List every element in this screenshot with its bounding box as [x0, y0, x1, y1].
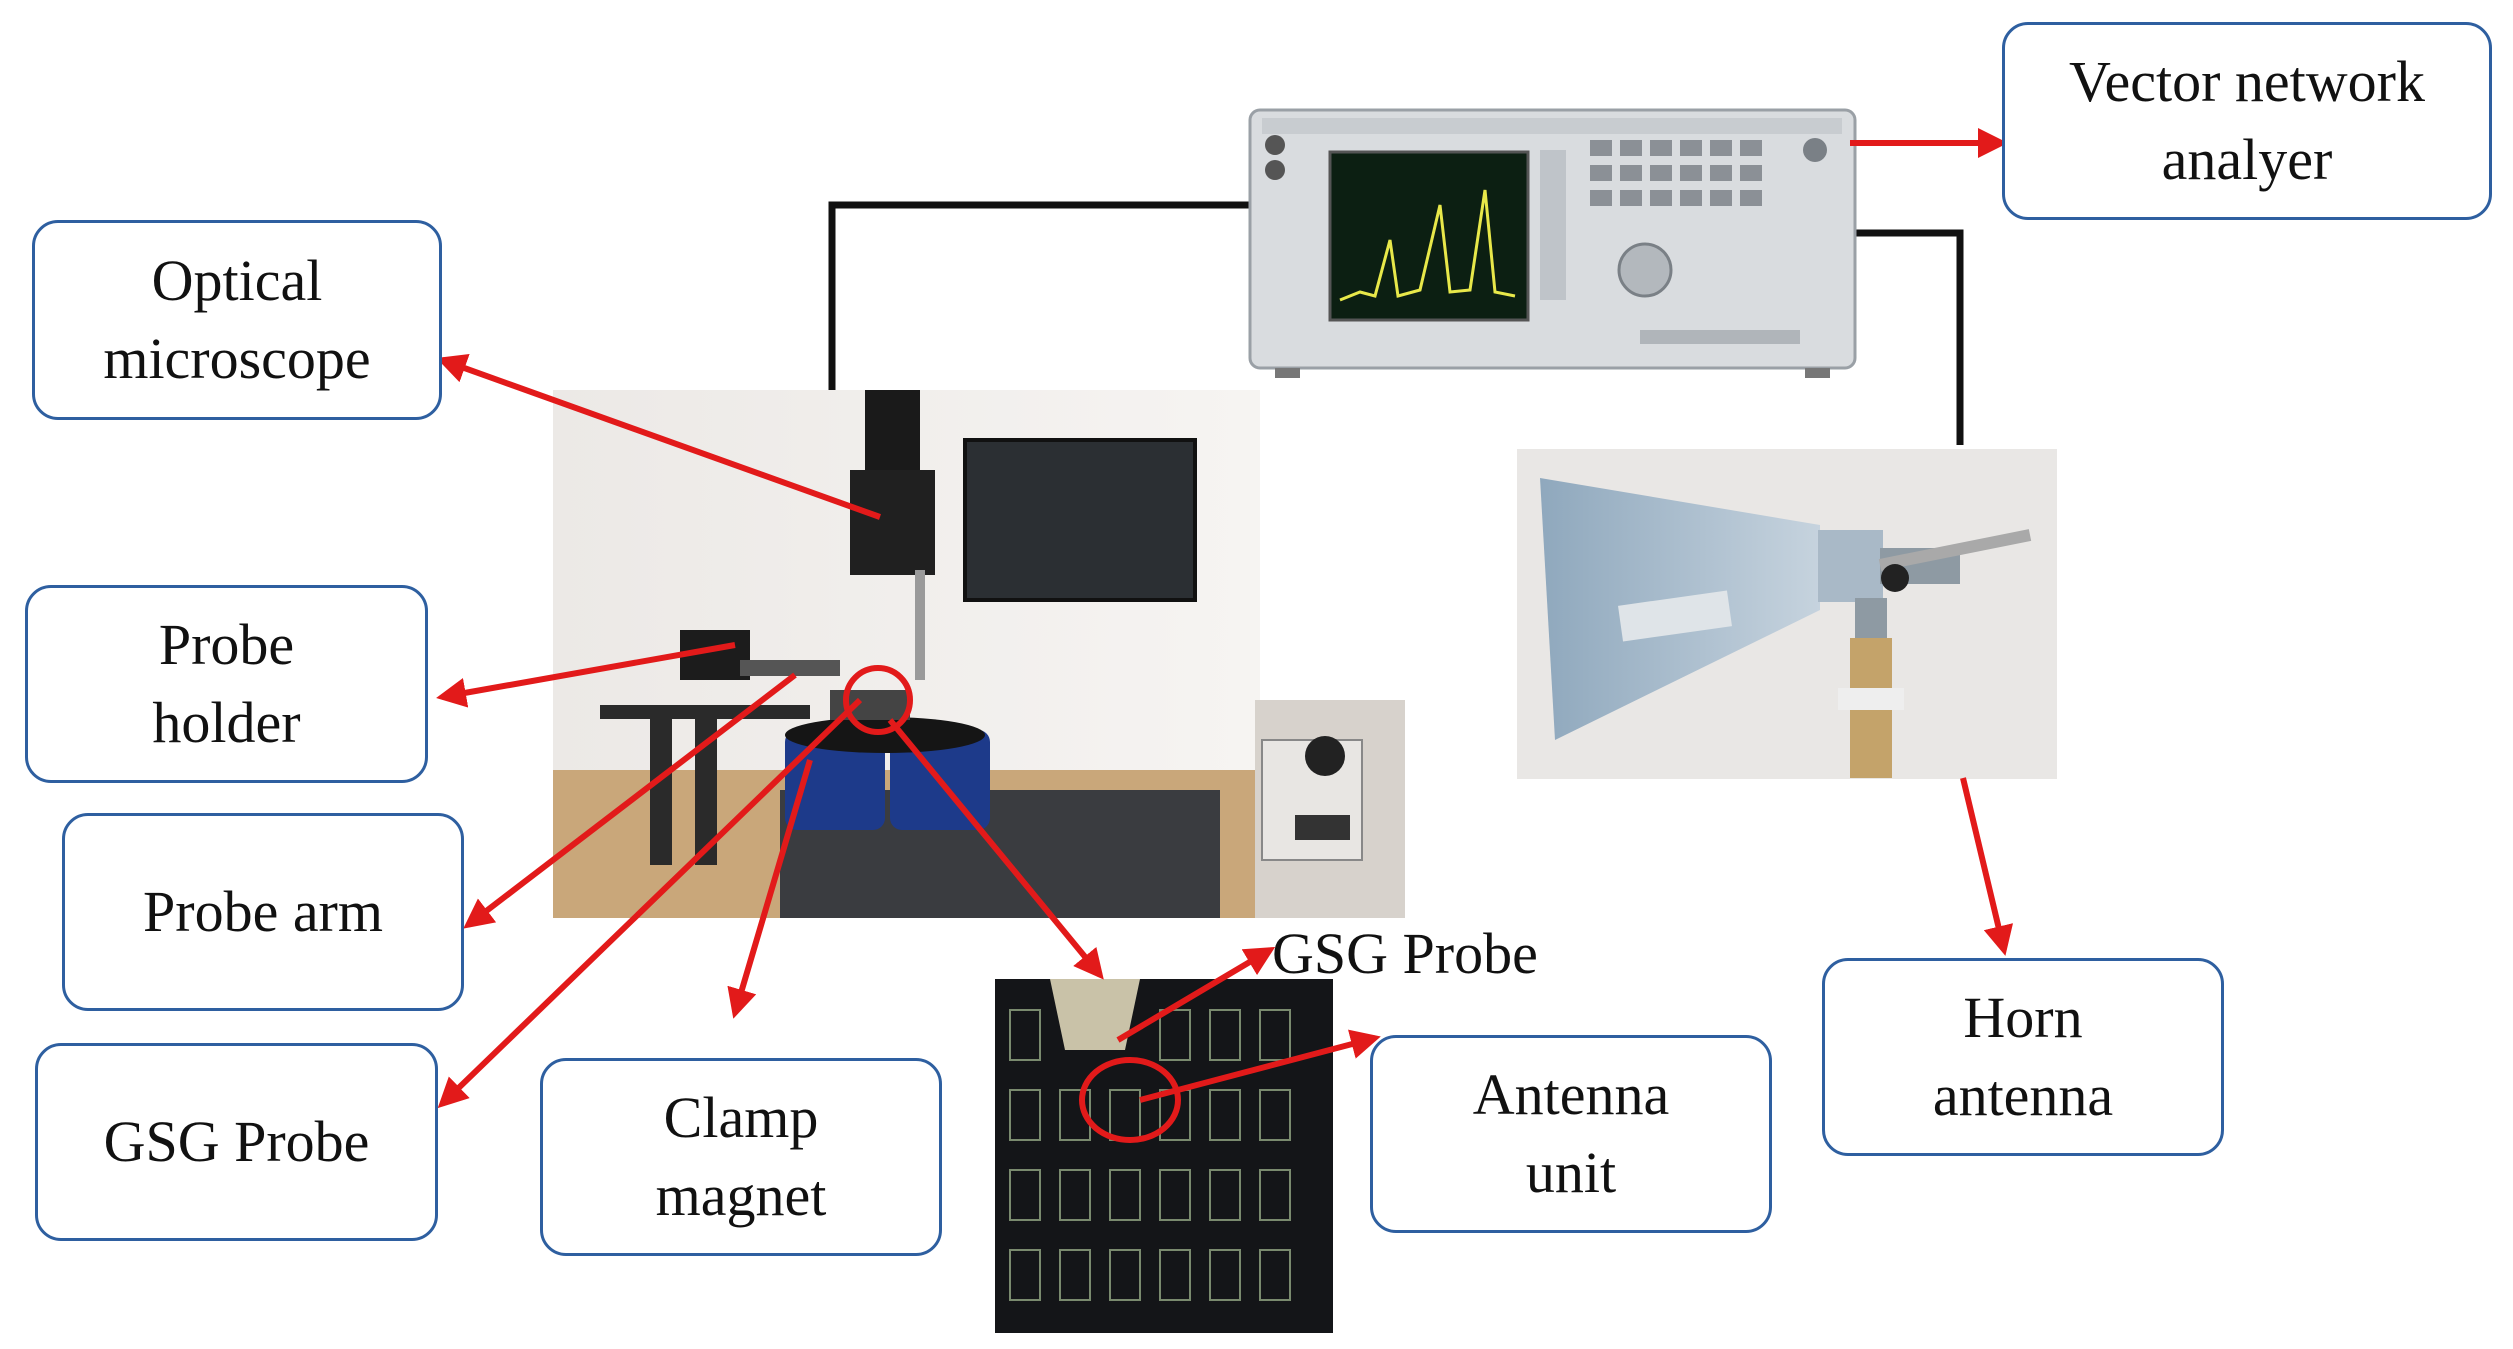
- label-line: magnet: [655, 1163, 827, 1228]
- label-line: holder: [152, 690, 301, 755]
- vna-instrument: [1248, 108, 1857, 378]
- label-line: Antenna: [1472, 1062, 1670, 1127]
- label-line: antenna: [1932, 1063, 2114, 1128]
- label-line: Probe: [158, 612, 295, 677]
- label-probe-holder: Probe holder: [25, 585, 428, 783]
- label-line: Horn: [1963, 985, 2083, 1050]
- label-antenna-unit: Antenna unit: [1370, 1035, 1772, 1233]
- label-horn-antenna: Horn antenna: [1822, 958, 2224, 1156]
- label-line: Probe arm: [143, 879, 383, 944]
- label-line: Vector network: [2069, 49, 2425, 114]
- antenna-array-photo: [995, 979, 1333, 1333]
- label-line: Clamp: [663, 1085, 819, 1150]
- label-line: analyer: [2161, 127, 2333, 192]
- label-gsg-probe: GSG Probe: [35, 1043, 438, 1241]
- label-line: microscope: [103, 326, 371, 391]
- highlight-circle-probe-tip: [843, 665, 913, 735]
- pointer-arrows: [436, 128, 2014, 1109]
- label-clamp-magnet: Clamp magnet: [540, 1058, 942, 1256]
- highlight-circle-antenna: [1079, 1057, 1181, 1143]
- label-gsg-probe-micrograph: GSG Probe: [1272, 921, 1538, 986]
- label-vector-network-analyzer: Vector network analyer: [2002, 22, 2492, 220]
- horn-antenna-photo: [1517, 449, 2057, 779]
- label-optical-microscope: Optical microscope: [32, 220, 442, 420]
- label-line: unit: [1525, 1140, 1617, 1205]
- label-probe-arm: Probe arm: [62, 813, 464, 1011]
- label-line: Optical: [151, 248, 323, 313]
- label-line: GSG Probe: [103, 1109, 370, 1174]
